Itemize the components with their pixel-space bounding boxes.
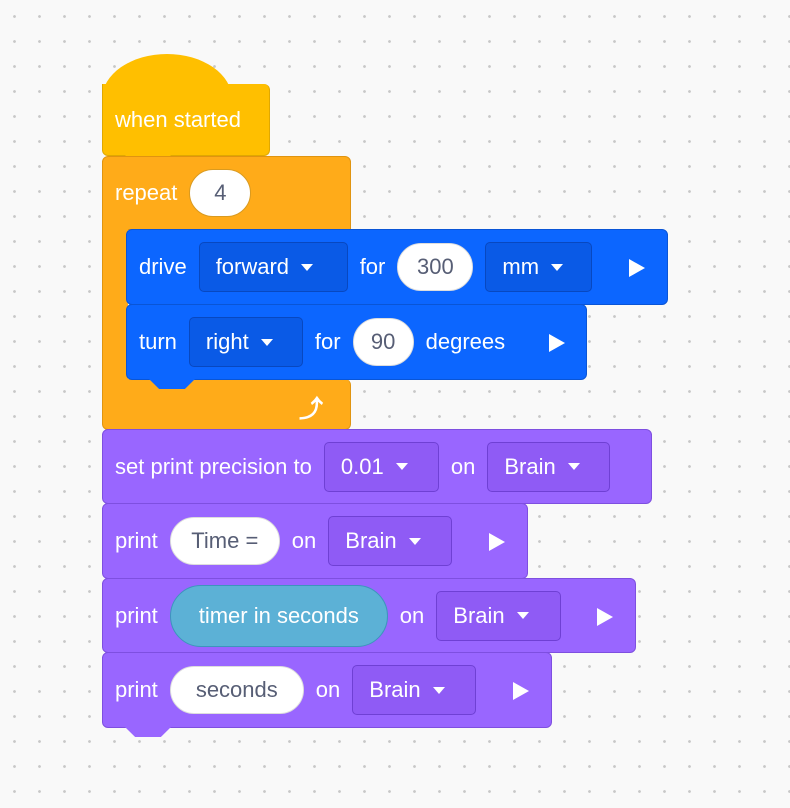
print-timer-block[interactable]: print timer in seconds on Brain bbox=[102, 578, 636, 653]
play-icon[interactable] bbox=[629, 259, 645, 277]
play-icon[interactable] bbox=[597, 608, 613, 626]
precision-value: 0.01 bbox=[340, 453, 384, 479]
drive-for-label: for bbox=[359, 254, 386, 279]
print-text-input[interactable]: Time = bbox=[169, 517, 280, 565]
drive-units-dropdown[interactable]: mm bbox=[485, 242, 593, 292]
repeat-count-input[interactable]: 4 bbox=[189, 169, 252, 217]
repeat-label: repeat bbox=[115, 180, 178, 205]
print-seconds-block[interactable]: print seconds on Brain bbox=[102, 652, 552, 728]
chevron-down-icon bbox=[260, 338, 273, 346]
play-icon[interactable] bbox=[549, 334, 565, 352]
chevron-down-icon bbox=[551, 263, 564, 271]
turn-direction-dropdown[interactable]: right bbox=[188, 317, 303, 367]
precision-device-dropdown[interactable]: Brain bbox=[487, 441, 611, 492]
drive-direction-dropdown[interactable]: forward bbox=[198, 242, 348, 292]
turn-label: turn bbox=[139, 329, 177, 354]
turn-for-label: for bbox=[314, 329, 341, 354]
play-icon[interactable] bbox=[489, 533, 505, 551]
print-on-label: on bbox=[315, 677, 341, 702]
print-text-input[interactable]: seconds bbox=[169, 666, 304, 714]
repeat-arm bbox=[102, 229, 128, 381]
precision-dropdown[interactable]: 0.01 bbox=[323, 441, 439, 492]
chevron-down-icon bbox=[567, 463, 580, 470]
turn-block[interactable]: turn right for 90 degrees bbox=[126, 304, 587, 380]
drive-label: drive bbox=[139, 254, 187, 279]
drive-direction-value: forward bbox=[215, 254, 290, 279]
print-device-dropdown[interactable]: Brain bbox=[352, 665, 477, 715]
print-label: print bbox=[115, 528, 158, 553]
chevron-down-icon bbox=[301, 263, 314, 271]
chevron-down-icon bbox=[408, 537, 421, 545]
set-print-precision-block[interactable]: set print precision to 0.01 on Brain bbox=[102, 429, 652, 504]
print-device-value: Brain bbox=[345, 528, 397, 553]
print-on-label: on bbox=[291, 528, 317, 553]
print-device-value: Brain bbox=[369, 677, 421, 702]
drive-distance-input[interactable]: 300 bbox=[397, 243, 474, 291]
turn-units-label: degrees bbox=[425, 329, 506, 354]
timer-reporter[interactable]: timer in seconds bbox=[169, 584, 388, 647]
repeat-block[interactable]: repeat 4 bbox=[102, 156, 351, 230]
print-on-label: on bbox=[399, 602, 425, 628]
print-time-block[interactable]: print Time = on Brain bbox=[102, 503, 528, 579]
drive-block[interactable]: drive forward for 300 mm bbox=[126, 229, 668, 305]
turn-direction-value: right bbox=[205, 329, 249, 354]
when-started-block[interactable]: when started bbox=[102, 84, 270, 156]
print-label: print bbox=[115, 602, 158, 628]
print-notch bbox=[125, 727, 171, 737]
precision-on-label: on bbox=[450, 453, 476, 479]
when-started-label: when started bbox=[115, 106, 241, 132]
precision-device-value: Brain bbox=[504, 453, 556, 479]
print-device-value: Brain bbox=[453, 602, 505, 628]
turn-notch bbox=[149, 379, 195, 389]
print-label: print bbox=[115, 677, 158, 702]
print-device-dropdown[interactable]: Brain bbox=[436, 590, 562, 641]
chevron-down-icon bbox=[516, 612, 529, 619]
drive-units-value: mm bbox=[502, 254, 540, 279]
precision-label: set print precision to bbox=[115, 453, 312, 479]
chevron-down-icon bbox=[432, 686, 445, 694]
play-icon[interactable] bbox=[513, 682, 529, 700]
print-device-dropdown[interactable]: Brain bbox=[328, 516, 453, 566]
loop-arrow-icon: ⤴ bbox=[299, 396, 323, 423]
repeat-bottom: ⤴ bbox=[102, 379, 351, 430]
chevron-down-icon bbox=[395, 463, 408, 470]
turn-angle-input[interactable]: 90 bbox=[352, 318, 414, 366]
